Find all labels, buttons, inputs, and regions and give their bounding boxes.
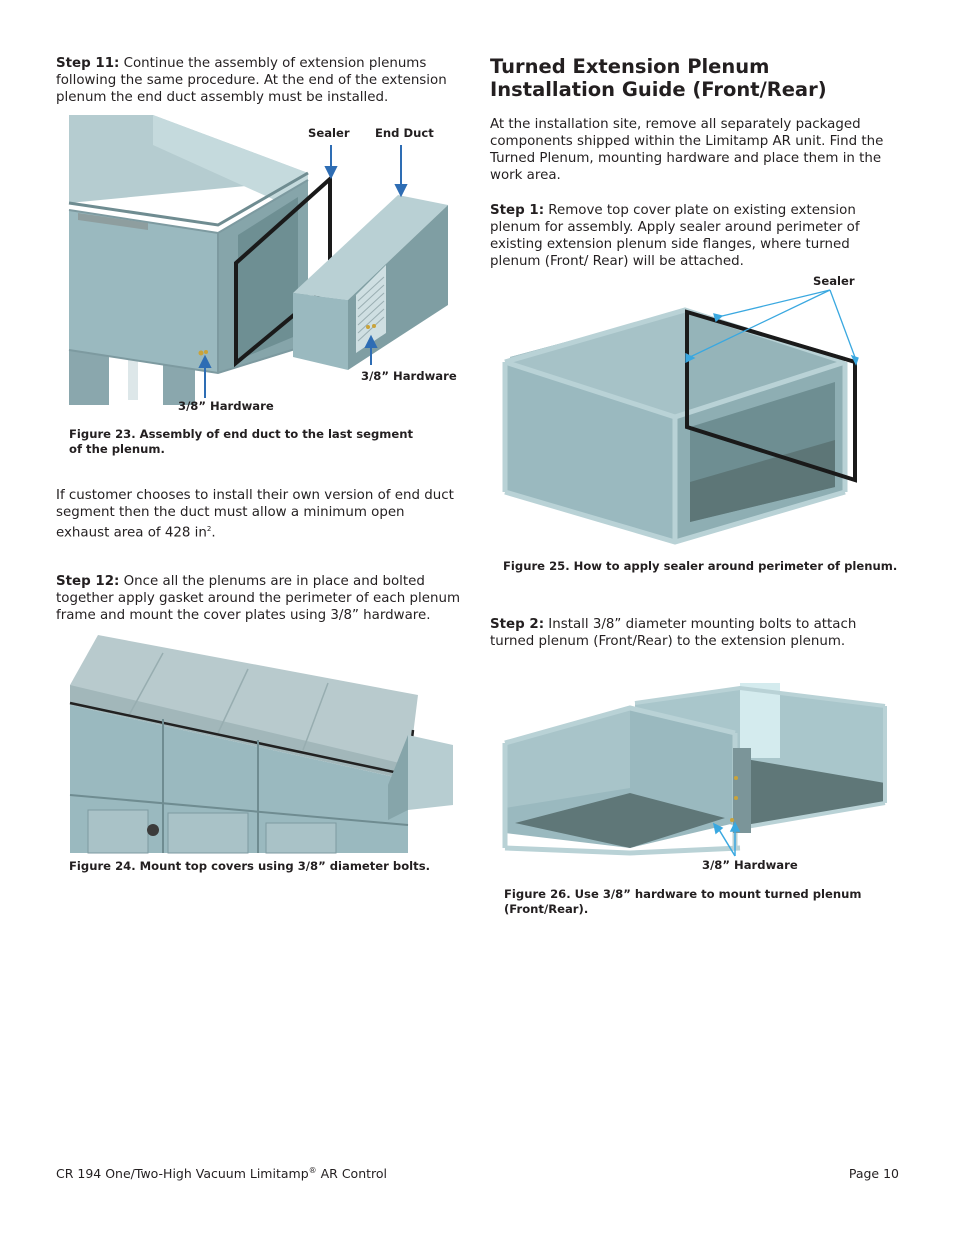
figure-23-illustration <box>68 115 448 405</box>
figure-26-caption-line-1: Figure 26. Use 3/8” hardware to mount tu… <box>504 887 862 901</box>
step-11-text: Continue the assembly of extension plenu… <box>56 56 447 105</box>
step-11-paragraph: Step 11: Continue the assembly of extens… <box>56 55 468 106</box>
step-12-text: Once all the plenums are in place and bo… <box>56 574 460 623</box>
figure-24-illustration <box>69 635 453 854</box>
footer-doc-title: CR 194 One/Two-High Vacuum Limitamp® AR … <box>56 1166 387 1181</box>
custom-duct-text: If customer chooses to install their own… <box>56 488 454 541</box>
figure-23: Sealer End Duct 3/8” Hardware 3/8” Hardw… <box>68 115 468 415</box>
figure-24 <box>68 635 458 854</box>
figure-23-end-duct-label: End Duct <box>375 126 434 140</box>
figure-26-caption: Figure 26. Use 3/8” hardware to mount tu… <box>504 887 904 917</box>
footer-page-number: Page 10 <box>848 1166 899 1181</box>
figure-26-caption-line-2: (Front/Rear). <box>504 902 589 916</box>
step-12-paragraph: Step 12: Once all the plenums are in pla… <box>56 573 468 624</box>
figure-23-hardware-label-right: 3/8” Hardware <box>361 369 457 383</box>
step-2-text: Install 3/8” diameter mounting bolts to … <box>490 617 857 649</box>
custom-duct-paragraph: If customer chooses to install their own… <box>56 487 456 541</box>
footer-registered-mark: ® <box>308 1166 317 1175</box>
section-heading: Turned Extension Plenum Installation Gui… <box>490 55 827 101</box>
figure-25-caption: Figure 25. How to apply sealer around pe… <box>503 559 898 573</box>
step-1-paragraph: Step 1: Remove top cover plate on existi… <box>490 202 890 270</box>
figure-25-illustration <box>502 289 859 545</box>
step-2-label: Step 2: <box>490 617 545 632</box>
figure-23-caption: Figure 23. Assembly of end duct to the l… <box>69 427 469 457</box>
step-2-paragraph: Step 2: Install 3/8” diameter mounting b… <box>490 616 890 650</box>
figure-26: 3/8” Hardware <box>500 683 890 878</box>
figure-25-sealer-label: Sealer <box>813 274 855 288</box>
step-11-label: Step 11: <box>56 56 120 71</box>
figure-24-caption: Figure 24. Mount top covers using 3/8” d… <box>69 859 431 873</box>
custom-duct-superscript: 2 <box>206 525 212 533</box>
footer-title-end: AR Control <box>316 1166 388 1182</box>
custom-duct-end: . <box>211 525 216 541</box>
figure-26-illustration <box>502 683 887 857</box>
step-1-text: Remove top cover plate on existing exten… <box>490 203 860 269</box>
figure-23-sealer-label: Sealer <box>308 126 350 140</box>
intro-paragraph: At the installation site, remove all sep… <box>490 117 884 183</box>
figure-25: Sealer <box>500 272 870 552</box>
figure-23-caption-line-2: of the plenum. <box>69 442 165 456</box>
step-12-label: Step 12: <box>56 574 120 589</box>
figure-23-caption-line-1: Figure 23. Assembly of end duct to the l… <box>69 427 414 441</box>
step-1-label: Step 1: <box>490 203 545 218</box>
figure-23-hardware-label-left: 3/8” Hardware <box>178 399 274 413</box>
footer-title-text: CR 194 One/Two-High Vacuum Limitamp <box>56 1166 309 1182</box>
figure-26-hardware-label: 3/8” Hardware <box>702 858 798 872</box>
